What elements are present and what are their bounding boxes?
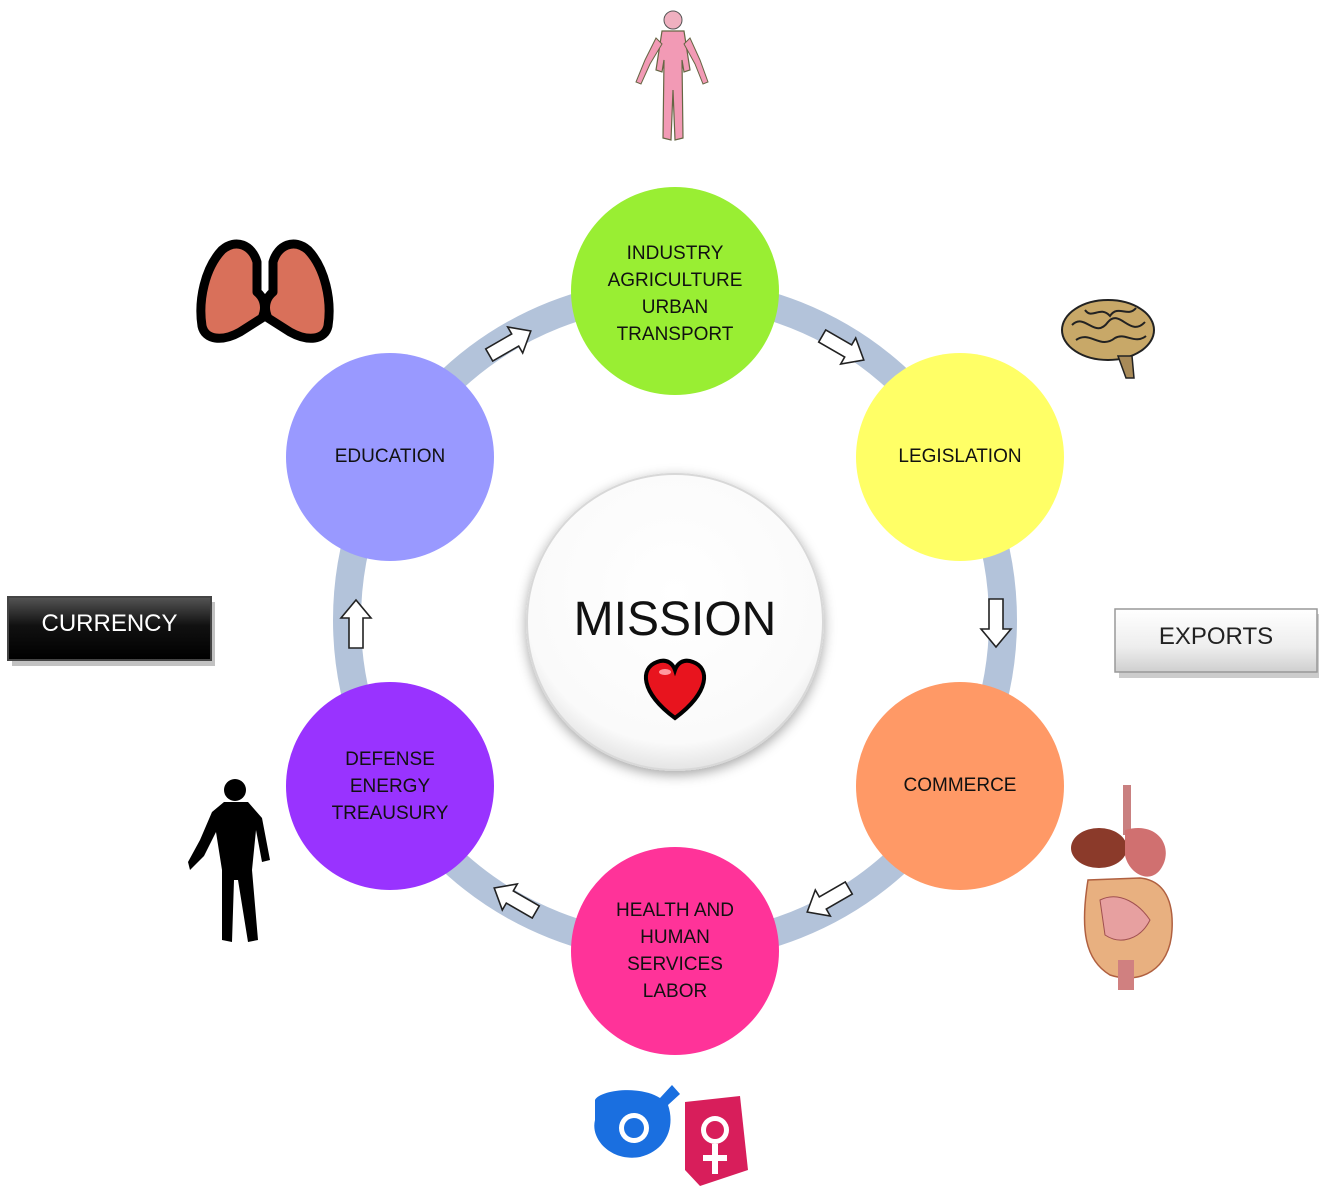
node-label-defense: DEFENSE ENERGY TREAUSURY [331, 749, 449, 824]
node-label-commerce: COMMERCE [903, 775, 1017, 796]
node-defense [286, 682, 494, 890]
arrow-icon [817, 328, 865, 366]
node-health [571, 847, 779, 1055]
arrow-icon [493, 882, 541, 920]
heart-icon [643, 658, 707, 721]
node-industry [571, 187, 779, 395]
cycle-arrows [339, 325, 1013, 920]
node-legislation [856, 353, 1064, 561]
human-muscle-icon [635, 10, 709, 141]
node-commerce [856, 682, 1064, 890]
heart-highlight [659, 669, 671, 675]
digestive-system-icon [1071, 785, 1173, 990]
arrow-icon [979, 598, 1013, 649]
mission-title: MISSION [573, 593, 777, 646]
mission-circle [526, 473, 824, 771]
arrow-icon [484, 325, 532, 363]
arrow-icon [339, 598, 373, 649]
exports-label: EXPORTS [1158, 623, 1274, 650]
body-silhouette-icon [188, 779, 270, 942]
currency-box [7, 596, 215, 666]
lungs-icon [196, 239, 334, 343]
node-label-education: EDUCATION [334, 446, 446, 467]
node-education [286, 353, 494, 561]
gender-symbols-icon [594, 1085, 748, 1186]
currency-label: CURRENCY [41, 610, 178, 637]
node-label-industry: INDUSTRY AGRICULTURE URBAN TRANSPORT [607, 243, 743, 345]
node-label-legislation: LEGISLATION [898, 446, 1022, 467]
arrow-icon [806, 880, 854, 918]
brain-icon [1061, 299, 1155, 379]
exports-box [1114, 608, 1319, 678]
node-label-health: HEALTH AND HUMAN SERVICES LABOR [616, 900, 734, 1002]
